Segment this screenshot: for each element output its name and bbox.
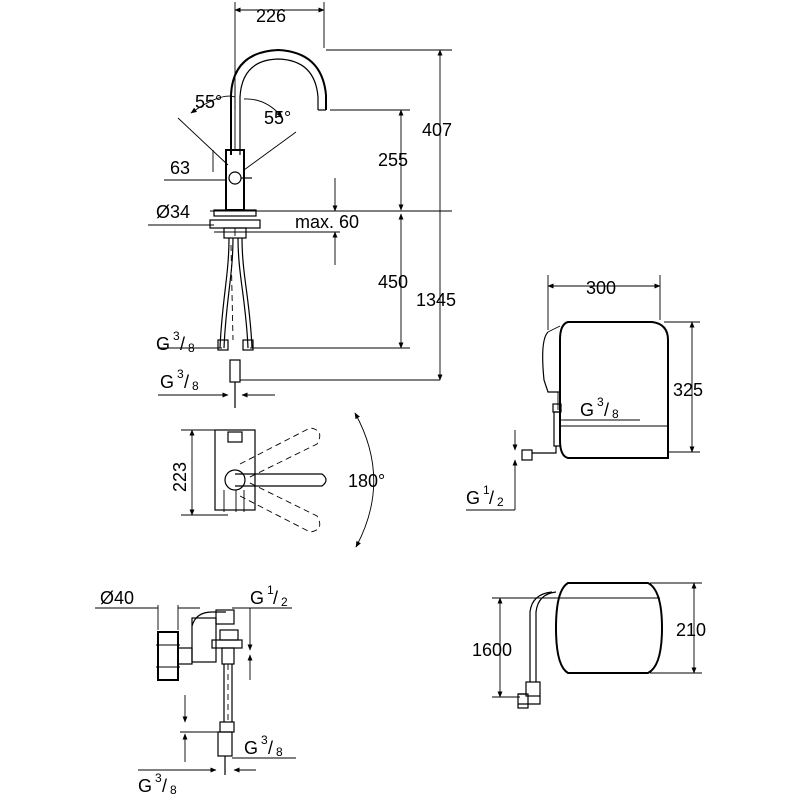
filter-side-view: 1600 210	[472, 582, 706, 709]
thread-g38-d: G 3 / 8	[244, 733, 283, 759]
faucet-view: 226 407 1345 255 450 max. 60 Ø34 63	[148, 2, 456, 408]
dim-max-60: max. 60	[295, 212, 359, 232]
svg-text:/: /	[162, 776, 167, 796]
svg-text:G: G	[466, 488, 480, 508]
svg-text:/: /	[273, 588, 278, 608]
dim-dia-34: Ø34	[156, 202, 190, 222]
swivel-angle: 180°	[348, 471, 385, 491]
svg-text:1: 1	[483, 483, 490, 497]
dim-hose-1345: 1345	[416, 290, 456, 310]
svg-text:8: 8	[276, 745, 283, 759]
dim-top-width: 226	[256, 6, 286, 26]
svg-text:8: 8	[170, 783, 177, 797]
thread-g38-e: G 3 / 8	[138, 771, 177, 797]
dim-dia-40: Ø40	[100, 588, 134, 608]
svg-text:G: G	[156, 334, 170, 354]
svg-text:/: /	[180, 334, 185, 354]
swivel-spout	[235, 473, 327, 487]
svg-text:3: 3	[173, 329, 180, 343]
svg-text:2: 2	[497, 495, 504, 509]
svg-text:2: 2	[281, 595, 288, 609]
svg-text:3: 3	[155, 771, 162, 785]
faucet-base	[213, 209, 257, 217]
thread-g12-a: G 1 / 2	[466, 483, 504, 509]
svg-text:8: 8	[192, 379, 199, 393]
dim-hose-450: 450	[378, 272, 408, 292]
svg-text:/: /	[184, 372, 189, 392]
svg-text:/: /	[268, 738, 273, 758]
svg-text:/: /	[604, 400, 609, 420]
dim-boiler-height: 325	[673, 380, 703, 400]
dim-height-upper: 255	[378, 150, 408, 170]
dim-swivel-223: 223	[170, 462, 190, 492]
svg-text:G: G	[160, 372, 174, 392]
power-cable	[535, 591, 557, 682]
svg-text:3: 3	[261, 733, 268, 747]
boiler-front-view: 300 325 G 3 / 8 G 1 / 2	[466, 275, 703, 511]
faucet-hose-right	[237, 237, 249, 349]
svg-text:8: 8	[188, 341, 195, 355]
svg-text:3: 3	[177, 367, 184, 381]
dim-filter-height: 210	[676, 620, 706, 640]
svg-text:G: G	[138, 776, 152, 796]
svg-text:/: /	[489, 488, 494, 508]
filter-housing	[554, 582, 664, 674]
valve-body	[157, 631, 179, 681]
faucet-spout	[230, 48, 327, 155]
faucet-lever	[228, 171, 242, 185]
svg-text:1: 1	[267, 583, 274, 597]
faucet-body	[225, 149, 245, 211]
dim-height-total: 407	[422, 120, 452, 140]
angle-left: 55°	[195, 92, 222, 112]
thread-g38-b: G 3 / 8	[160, 367, 199, 393]
dim-cable-1600: 1600	[472, 640, 512, 660]
svg-text:G: G	[580, 400, 594, 420]
thread-g12-b: G 1 / 2	[250, 583, 288, 609]
swivel-view: 180° 223	[170, 412, 385, 548]
svg-text:G: G	[244, 738, 258, 758]
mixing-valve-view: Ø40 G 1 / 2 G 3 / 8 G 3 / 8	[95, 583, 296, 797]
angle-right: 55°	[264, 108, 291, 128]
dim-63: 63	[170, 158, 190, 178]
svg-text:3: 3	[597, 395, 604, 409]
thread-g38-c: G 3 / 8	[580, 395, 619, 421]
svg-text:G: G	[250, 588, 264, 608]
thread-g38-a: G 3 / 8	[156, 329, 195, 355]
faucet-hose-left	[219, 237, 230, 349]
dim-boiler-width: 300	[586, 278, 616, 298]
svg-text:8: 8	[612, 407, 619, 421]
boiler-tank	[559, 321, 669, 459]
